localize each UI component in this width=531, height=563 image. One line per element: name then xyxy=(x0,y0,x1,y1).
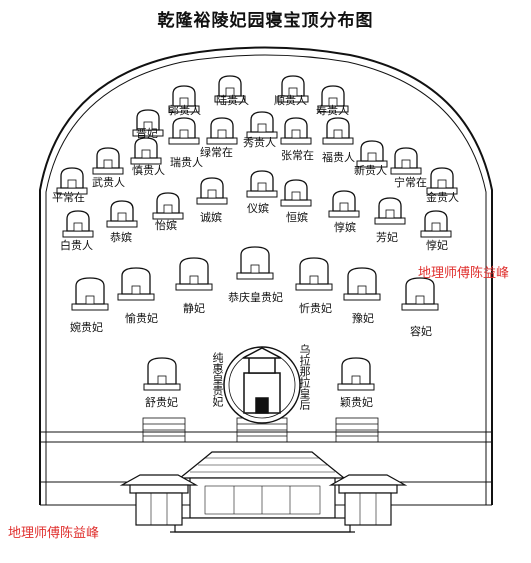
tomb-label: 寿贵人 xyxy=(316,104,349,117)
tomb-label: 舒贵妃 xyxy=(145,396,178,409)
tomb-mound xyxy=(236,246,274,280)
enclosure-wall xyxy=(39,46,493,505)
tomb-label: 豫妃 xyxy=(352,312,374,325)
tomb-mound xyxy=(426,167,458,195)
tomb-label: 静妃 xyxy=(183,302,205,315)
tomb-mound xyxy=(246,111,278,139)
tomb-label: 仪嫔 xyxy=(247,202,269,215)
tomb-label: 恭庆皇贵妃 xyxy=(228,291,283,304)
tomb-mound xyxy=(401,277,439,311)
tomb-label: 顺贵人 xyxy=(274,94,307,107)
tomb-label: 宁常在 xyxy=(394,176,427,189)
watermark-bottom-left: 地理师傅陈益峰 xyxy=(8,526,100,541)
tomb-mound xyxy=(71,277,109,311)
tomb-mound xyxy=(62,210,94,238)
stairs-left xyxy=(142,417,186,443)
tomb-mound xyxy=(132,109,164,137)
tomb-label: 陆贵人 xyxy=(216,94,249,107)
tomb-mound xyxy=(420,210,452,238)
tomb-label: 绿常在 xyxy=(200,146,233,159)
tomb-mound xyxy=(168,85,200,113)
tomb-label: 瑞贵人 xyxy=(170,156,203,169)
stairs-right xyxy=(335,417,379,443)
center-right-label: 乌拉那拉皇后 xyxy=(298,344,311,410)
tomb-label: 诚嫔 xyxy=(200,211,222,224)
main-hall xyxy=(170,451,355,533)
tomb-mound xyxy=(214,75,246,103)
watermark-right: 地理师傅陈益峰 xyxy=(418,266,510,281)
tomb-mound xyxy=(356,140,388,168)
tomb-mound xyxy=(130,137,162,165)
tomb-mound xyxy=(117,267,155,301)
tomb-label: 郭贵人 xyxy=(168,104,201,117)
tomb-mound xyxy=(56,167,88,195)
tomb-mound xyxy=(328,190,360,218)
tomb-label: 愉贵妃 xyxy=(125,312,158,325)
tomb-mound xyxy=(374,197,406,225)
tomb-mound xyxy=(206,117,238,145)
tomb-mound xyxy=(277,75,309,103)
tomb-label: 慎贵人 xyxy=(132,164,165,177)
tomb-label: 恒嫔 xyxy=(286,211,308,224)
tomb-label: 惇嫔 xyxy=(334,221,356,234)
right-gate xyxy=(328,474,408,526)
tomb-mound xyxy=(196,177,228,205)
tomb-mounds xyxy=(56,75,458,391)
left-gate xyxy=(119,474,199,526)
tomb-label: 怡嫔 xyxy=(155,219,177,232)
tomb-label: 武贵人 xyxy=(92,176,125,189)
tomb-label: 婉贵妃 xyxy=(70,321,103,334)
tomb-label: 金贵人 xyxy=(426,191,459,204)
tomb-mound xyxy=(246,170,278,198)
diagram-title: 乾隆裕陵妃园寝宝顶分布图 xyxy=(157,11,374,31)
tomb-mound xyxy=(295,257,333,291)
tomb-mound xyxy=(337,357,375,391)
tomb-mound xyxy=(280,117,312,145)
tomb-mound xyxy=(152,192,184,220)
tomb-label: 颖贵妃 xyxy=(340,396,373,409)
enclosure-wall-inner xyxy=(45,54,487,505)
central-mound xyxy=(223,346,301,424)
tomb-mound xyxy=(143,357,181,391)
tomb-mound xyxy=(280,179,312,207)
tomb-mound xyxy=(106,200,138,228)
tomb-label: 平常在 xyxy=(52,191,85,204)
tomb-mound xyxy=(390,147,422,175)
tomb-label: 福贵人 xyxy=(322,151,355,164)
tomb-label: 张常在 xyxy=(281,149,314,162)
tomb-label: 新贵人 xyxy=(354,164,387,177)
tomb-mound xyxy=(322,117,354,145)
tomb-label: 芳妃 xyxy=(376,231,398,244)
tomb-mound xyxy=(317,85,349,113)
tomb-mound xyxy=(343,267,381,301)
center-left-label: 纯惠皇贵妃 xyxy=(211,352,224,407)
tomb-label: 忻贵妃 xyxy=(299,302,332,315)
tomb-mound xyxy=(168,117,200,145)
tomb-mound xyxy=(92,147,124,175)
tomb-label: 恭嫔 xyxy=(110,231,132,244)
tomb-label: 白贵人 xyxy=(60,239,93,252)
tomb-label: 容妃 xyxy=(410,325,432,338)
tomb-mound xyxy=(175,257,213,291)
tomb-label: 晋妃 xyxy=(136,127,158,140)
tomb-label: 秀贵人 xyxy=(243,136,276,149)
tomb-label: 惇妃 xyxy=(426,239,448,252)
